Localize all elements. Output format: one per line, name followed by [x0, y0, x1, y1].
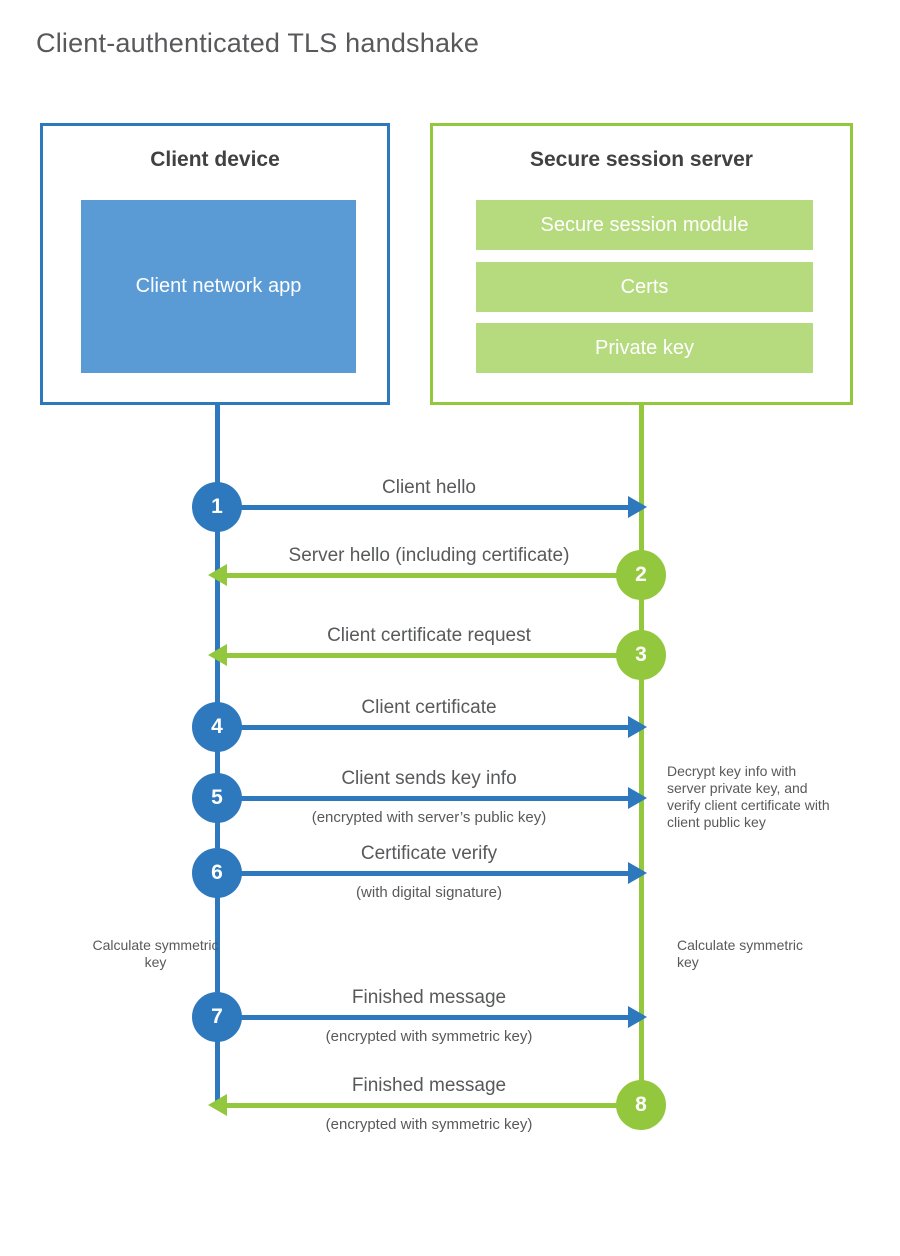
calculate-symmetric-key-server-note: Calculate symmetric key: [677, 937, 804, 970]
arrow-line: [217, 796, 633, 801]
client-device-box: Client device Client network app: [40, 123, 390, 405]
message-sublabel: (with digital signature): [356, 884, 502, 901]
step-badge: 2: [616, 550, 666, 600]
arrow-line: [217, 1015, 633, 1020]
message-label: Finished message: [351, 1075, 507, 1096]
secure-session-server-title: Secure session server: [530, 148, 753, 171]
step-badge: 7: [192, 992, 242, 1042]
server-lifeline: [639, 405, 644, 1105]
client-lifeline: [215, 405, 220, 1105]
arrow-line: [217, 725, 633, 730]
arrow-right-icon: [628, 716, 647, 738]
message-sublabel: (encrypted with server’s public key): [311, 809, 547, 826]
server-module-secure-session: Secure session module: [476, 200, 813, 250]
message-sublabel: (encrypted with symmetric key): [325, 1116, 533, 1133]
arrow-right-icon: [628, 1006, 647, 1028]
arrow-left-icon: [208, 564, 227, 586]
arrow-line: [225, 573, 641, 578]
message-label: Client certificate request: [327, 625, 531, 646]
arrow-line: [217, 505, 633, 510]
step-badge: 8: [616, 1080, 666, 1130]
arrow-left-icon: [208, 1094, 227, 1116]
arrow-right-icon: [628, 496, 647, 518]
arrow-left-icon: [208, 644, 227, 666]
message-label: Finished message: [351, 987, 507, 1008]
client-network-app-box: Client network app: [81, 200, 356, 373]
message-label: Client certificate: [361, 697, 497, 718]
step-badge: 4: [192, 702, 242, 752]
message-label: Server hello (including certificate): [288, 545, 570, 566]
decrypt-note: Decrypt key info with server private key…: [667, 763, 830, 830]
calculate-symmetric-key-client-note: Calculate symmetric key: [92, 937, 219, 970]
step-badge: 3: [616, 630, 666, 680]
page-title: Client-authenticated TLS handshake: [36, 28, 480, 58]
arrow-right-icon: [628, 787, 647, 809]
step-badge: 1: [192, 482, 242, 532]
message-label: Client sends key info: [341, 768, 517, 789]
arrow-line: [225, 653, 641, 658]
step-badge: 5: [192, 773, 242, 823]
arrow-line: [217, 871, 633, 876]
message-sublabel: (encrypted with symmetric key): [325, 1028, 533, 1045]
secure-session-server-box: Secure session server Secure session mod…: [430, 123, 853, 405]
server-module-private-key: Private key: [476, 323, 813, 373]
server-module-certs: Certs: [476, 262, 813, 312]
arrow-right-icon: [628, 862, 647, 884]
message-label: Certificate verify: [360, 843, 498, 864]
step-badge: 6: [192, 848, 242, 898]
client-device-title: Client device: [150, 148, 280, 171]
arrow-line: [225, 1103, 641, 1108]
message-label: Client hello: [382, 477, 476, 498]
